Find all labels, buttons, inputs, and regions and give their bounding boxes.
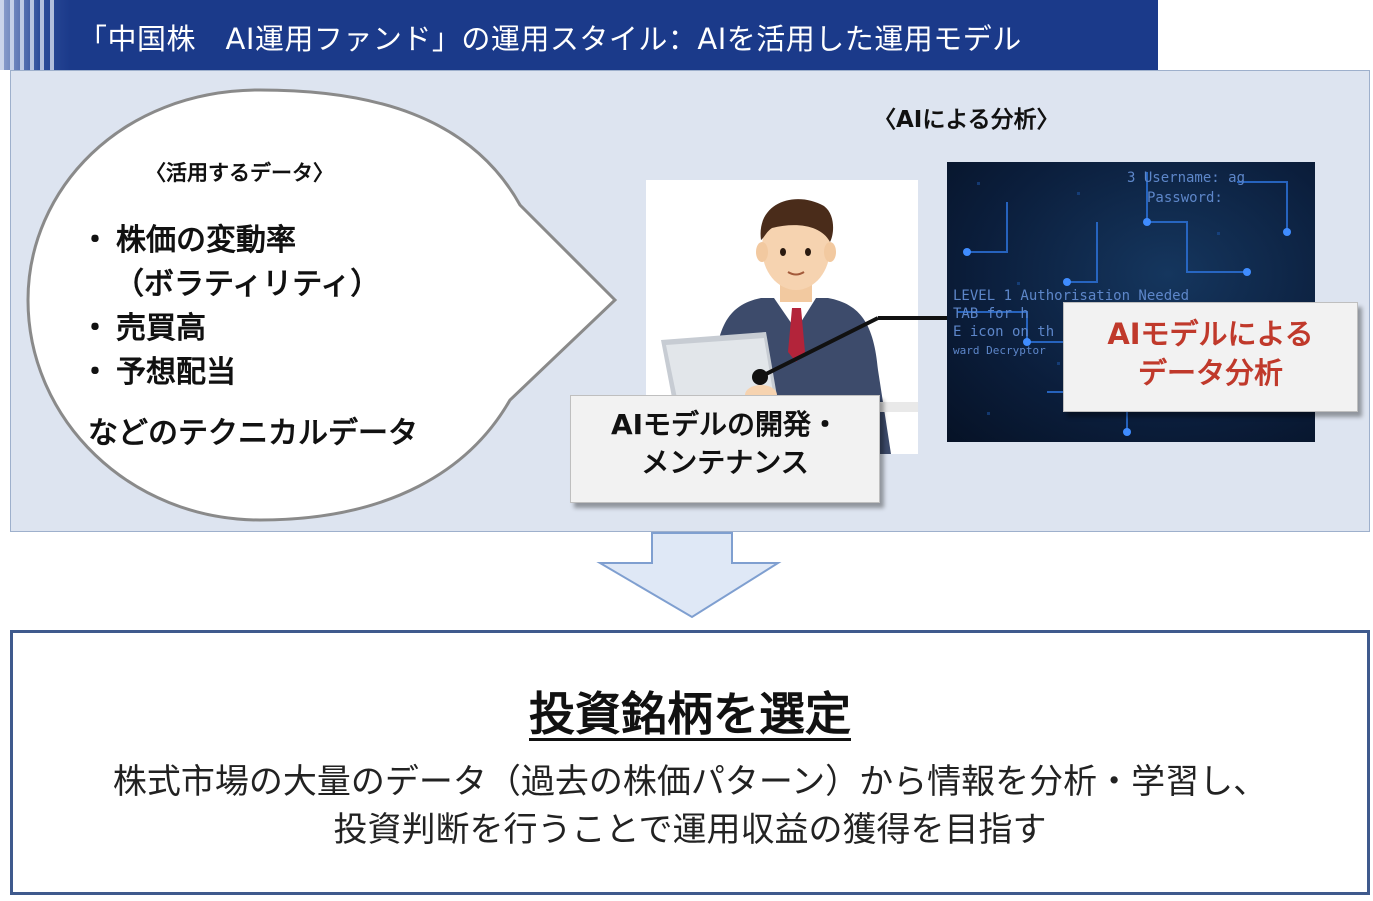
screen-text-line: 3 Username: ag: [1127, 170, 1246, 186]
title-stripes: [0, 0, 60, 70]
dev-label-line1: AIモデルの開発・: [610, 408, 840, 441]
data-item-text: 売買高: [116, 311, 206, 346]
data-footer: などのテクニカルデータ: [88, 416, 418, 451]
screen-text-line: Password:: [1147, 190, 1223, 206]
result-title-text: 投資銘柄を選定: [529, 687, 851, 741]
speech-bubble-shape: [26, 88, 618, 522]
data-item-text: 予想配当: [116, 355, 236, 390]
screen-text-line: TAB for h: [953, 306, 1029, 322]
title-bar: 「中国株 AI運用ファンド」の運用スタイル：AIを活用した運用モデル: [0, 0, 1158, 70]
screen-text-line: LEVEL 1 Authorisation Needed: [953, 288, 1190, 304]
data-item-volatility: ・株価の変動率: [80, 215, 296, 259]
screen-text-line: ward Decryptor: [953, 344, 1046, 357]
dev-maintenance-label: AIモデルの開発・ メンテナンス: [570, 395, 880, 503]
bullet: ・: [80, 223, 110, 258]
ai-analysis-heading: 〈AIによる分析〉: [873, 107, 1060, 133]
ai-label-line1: AIモデルによる: [1107, 317, 1314, 351]
data-heading: 〈活用するデータ〉: [145, 161, 334, 185]
result-description: 株式市場の大量のデータ（過去の株価パターン）から情報を分析・学習し、 投資判断を…: [13, 759, 1367, 854]
bullet: ・: [80, 355, 110, 390]
result-desc-line2: 投資判断を行うことで運用収益の獲得を目指す: [333, 809, 1047, 850]
data-item-dividend: ・予想配当: [80, 347, 236, 391]
result-desc-line1: 株式市場の大量のデータ（過去の株価パターン）から情報を分析・学習し、: [112, 762, 1268, 802]
ai-analysis-label: AIモデルによる データ分析: [1063, 302, 1358, 412]
data-speech-bubble: [26, 88, 618, 522]
screen-text-line: E icon on th: [953, 324, 1055, 340]
result-title: 投資銘柄を選定: [13, 678, 1367, 744]
data-item-text: 株価の変動率: [116, 223, 296, 258]
ai-label-line2: データ分析: [1137, 356, 1283, 391]
data-item-volume: ・売買高: [80, 303, 206, 347]
page-title: 「中国株 AI運用ファンド」の運用スタイル：AIを活用した運用モデル: [78, 22, 1022, 56]
dev-label-line2: メンテナンス: [641, 445, 809, 479]
bullet: ・: [80, 311, 110, 346]
result-box: 投資銘柄を選定 株式市場の大量のデータ（過去の株価パターン）から情報を分析・学習…: [10, 630, 1370, 895]
data-item-volatility-sub: （ボラティリティ）: [114, 267, 381, 302]
